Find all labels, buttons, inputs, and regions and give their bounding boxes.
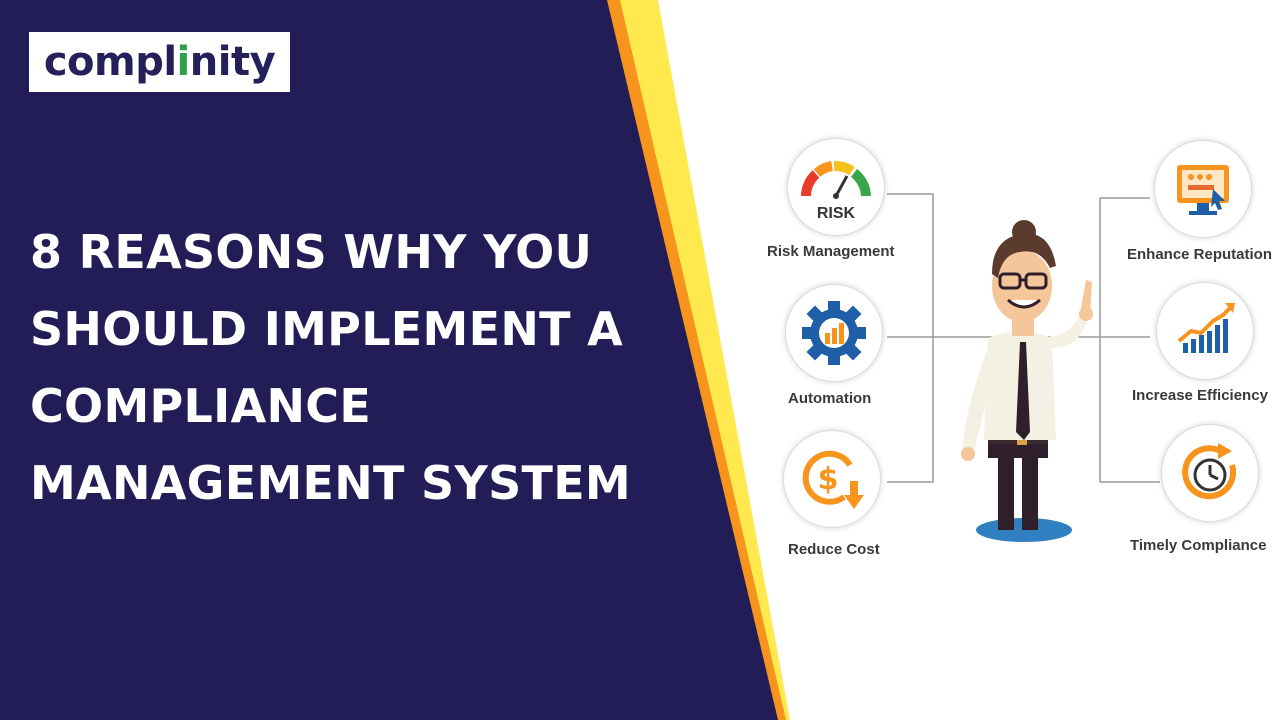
gear-chart-icon [802,301,866,365]
headline-line: MANAGEMENT SYSTEM [30,456,631,510]
risk-management-circle: RISK [787,138,885,236]
item-label-increase-efficiency: Increase Efficiency [1132,387,1268,404]
navy-panel [0,0,778,720]
headline: 8 REASONS WHY YOU SHOULD IMPLEMENT A COM… [30,214,670,522]
headline-line: SHOULD IMPLEMENT A [30,302,624,356]
item-label-enhance-reputation: Enhance Reputation [1127,246,1273,263]
businessman-illustration [961,220,1093,542]
growth-chart-icon [1177,303,1235,353]
risk-badge-text: RISK [817,205,856,222]
item-label-reduce-cost: Reduce Cost [788,541,880,558]
enhance-reputation-circle [1154,140,1252,238]
headline-line: 8 REASONS WHY YOU [30,225,593,279]
timely-compliance-circle [1161,424,1259,522]
item-label-timely-compliance: Timely Compliance [1130,537,1267,554]
reduce-cost-circle: $ [783,430,881,528]
logo-text: complinity [43,39,276,85]
item-label-risk-management: Risk Management [767,243,895,260]
risk-gauge-icon: RISK [801,160,871,222]
clock-cycle-icon [1182,443,1237,500]
item-label-automation: Automation [788,390,872,407]
dollar-sign-text: $ [818,462,839,497]
headline-line: COMPLIANCE [30,379,372,433]
dollar-down-icon: $ [802,450,864,509]
increase-efficiency-circle [1156,282,1254,380]
logo[interactable]: complinity [29,32,290,92]
rating-screen-icon [1177,165,1229,215]
automation-circle [785,284,883,382]
